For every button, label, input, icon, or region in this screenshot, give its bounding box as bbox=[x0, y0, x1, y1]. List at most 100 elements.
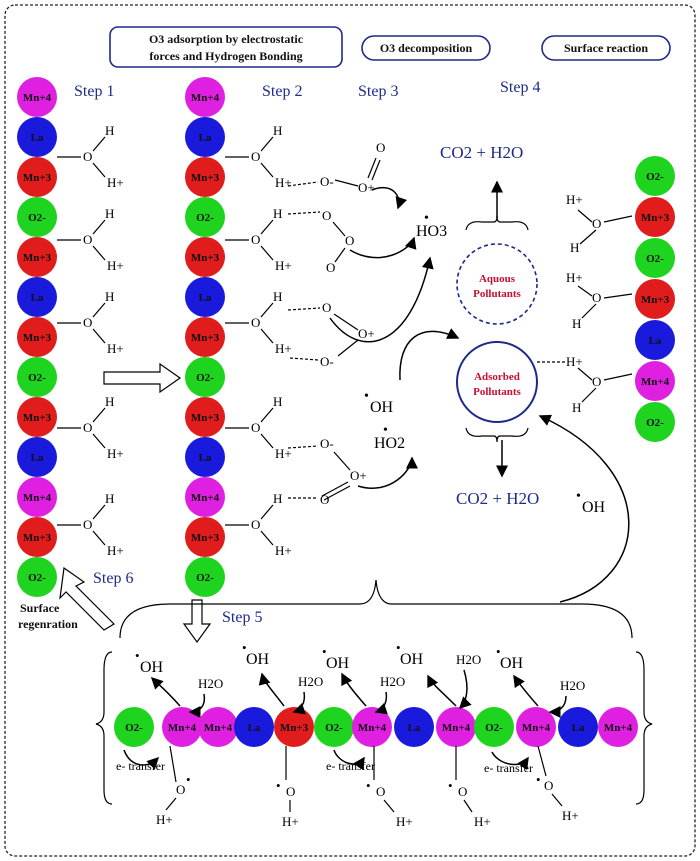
ion-label: Mn+3 bbox=[641, 212, 670, 224]
odot-b3: • bbox=[366, 778, 371, 793]
arrow-ozone-4 bbox=[357, 456, 418, 489]
step-5-label: Step 5 bbox=[222, 609, 262, 626]
hydroxyl-hplus: H+ bbox=[275, 175, 292, 190]
ion-o2m: O2- bbox=[185, 197, 225, 237]
h2o-b1: H2O bbox=[198, 676, 223, 691]
arrow-etransfer-3 bbox=[491, 751, 529, 771]
ion-circle bbox=[17, 197, 57, 237]
aqueous-l2: Pollutants bbox=[473, 288, 521, 300]
aqueous-l1: Aquous bbox=[479, 273, 516, 285]
arrow-b3w bbox=[374, 691, 388, 715]
step-3-label: Step 3 bbox=[358, 83, 398, 100]
hydroxyl-o: O bbox=[83, 232, 92, 247]
ion-o2m: O2- bbox=[635, 402, 675, 442]
ion-label: O2- bbox=[28, 572, 46, 584]
ion-mnp4: Mn+4 bbox=[436, 707, 476, 747]
ion-circle bbox=[314, 707, 354, 747]
o-plus-3: O+ bbox=[350, 468, 367, 483]
ion-label: La bbox=[248, 722, 261, 734]
ion-label: Mn+3 bbox=[191, 332, 220, 344]
hydroxyl-o: O bbox=[83, 315, 92, 330]
ion-label: Mn+3 bbox=[23, 172, 52, 184]
ion-circle bbox=[17, 477, 57, 517]
arrow-ozone-1 bbox=[371, 187, 408, 210]
ion-label: La bbox=[31, 132, 44, 144]
ion-label: Mn+4 bbox=[204, 722, 233, 734]
ion-circle bbox=[185, 477, 225, 517]
o-2: O bbox=[322, 208, 331, 223]
dot-b3: • bbox=[322, 644, 327, 659]
arrow-etransfer-1 bbox=[123, 749, 160, 770]
hydroxyl-hplus: H+ bbox=[275, 543, 292, 558]
regeneration-l1: Surface bbox=[20, 601, 60, 615]
hydroxyl-hplus: H+ bbox=[275, 446, 292, 461]
ion-mnp3: Mn+3 bbox=[185, 517, 225, 557]
hydroxyl-h: H bbox=[105, 123, 114, 138]
ion-mnp3: Mn+3 bbox=[635, 279, 675, 319]
o-minus-2: O- bbox=[320, 354, 334, 369]
hydroxyl-hplus: H+ bbox=[275, 258, 292, 273]
odot-b2: • bbox=[276, 778, 281, 793]
arrow-step1-to-step2 bbox=[103, 362, 182, 394]
ion-circle bbox=[516, 707, 556, 747]
ion-circle bbox=[185, 437, 225, 477]
ion-label: Mn+4 bbox=[191, 492, 220, 504]
ion-circle bbox=[17, 397, 57, 437]
ion-label: O2- bbox=[196, 572, 214, 584]
arrow-b2w bbox=[292, 691, 306, 715]
ion-label: La bbox=[199, 292, 212, 304]
h2o-b4: H2O bbox=[456, 652, 481, 667]
ion-mnp4: Mn+4 bbox=[635, 361, 675, 401]
oh-b2: OH bbox=[246, 651, 270, 668]
header-surface-reaction-text: Surface reaction bbox=[564, 41, 648, 55]
step-4-label: Step 4 bbox=[500, 79, 540, 96]
ion-circle bbox=[17, 317, 57, 357]
ion-label: Mn+4 bbox=[604, 722, 633, 734]
oh-b1: OH bbox=[140, 659, 164, 676]
hydroxyl-groups-left: OHH+OHH+OHH+OHH+OHH+ bbox=[57, 123, 124, 558]
aqueous-pollutants-circle bbox=[456, 243, 538, 325]
adsorbed-l1: Adsorbed bbox=[474, 371, 520, 383]
o-r2: O bbox=[592, 290, 601, 305]
ion-la: La bbox=[17, 117, 57, 157]
step-2-label: Step 2 bbox=[262, 83, 302, 100]
ion-circle bbox=[185, 77, 225, 117]
ion-label: Mn+4 bbox=[168, 722, 197, 734]
ion-mnp3: Mn+3 bbox=[17, 317, 57, 357]
ion-mnp4: Mn+4 bbox=[185, 477, 225, 517]
ion-circle bbox=[185, 557, 225, 597]
ion-label: Mn+3 bbox=[191, 412, 220, 424]
ion-mnp3: Mn+3 bbox=[17, 397, 57, 437]
hplus-b4: H+ bbox=[474, 814, 491, 829]
hydroxyl-groups-mid: OHH+OHH+OHH+OHH+OHH+ bbox=[225, 123, 292, 558]
ion-o2m: O2- bbox=[314, 707, 354, 747]
ion-label: Mn+3 bbox=[280, 722, 309, 734]
ion-label: Mn+4 bbox=[23, 92, 52, 104]
brace-right-row bbox=[635, 651, 653, 805]
ion-label: La bbox=[649, 335, 662, 347]
ion-label: Mn+4 bbox=[522, 722, 551, 734]
ion-o2m: O2- bbox=[114, 707, 154, 747]
ion-la: La bbox=[558, 707, 598, 747]
ion-circle bbox=[185, 357, 225, 397]
brace-step5 bbox=[119, 579, 633, 639]
ion-mnp3: Mn+3 bbox=[185, 157, 225, 197]
ion-label: O2- bbox=[646, 171, 664, 183]
hydroxyl-o: O bbox=[251, 315, 260, 330]
ion-label: Mn+4 bbox=[442, 722, 471, 734]
regeneration-l2: regenration bbox=[18, 617, 78, 631]
arrow-b3 bbox=[341, 672, 367, 707]
ion-circle bbox=[234, 707, 274, 747]
ion-o2m: O2- bbox=[17, 357, 57, 397]
ion-circle bbox=[17, 157, 57, 197]
ion-circle bbox=[17, 237, 57, 277]
ion-la: La bbox=[394, 707, 434, 747]
o-b4: O bbox=[458, 784, 467, 799]
ion-label: Mn+4 bbox=[641, 376, 670, 388]
hydroxyl-o: O bbox=[251, 232, 260, 247]
arrow-step6 bbox=[59, 566, 115, 631]
ion-circle bbox=[436, 707, 476, 747]
ion-label: La bbox=[572, 722, 585, 734]
e-transfer-1: e- transfer bbox=[116, 759, 165, 773]
hydroxyl-h: H bbox=[105, 491, 114, 506]
